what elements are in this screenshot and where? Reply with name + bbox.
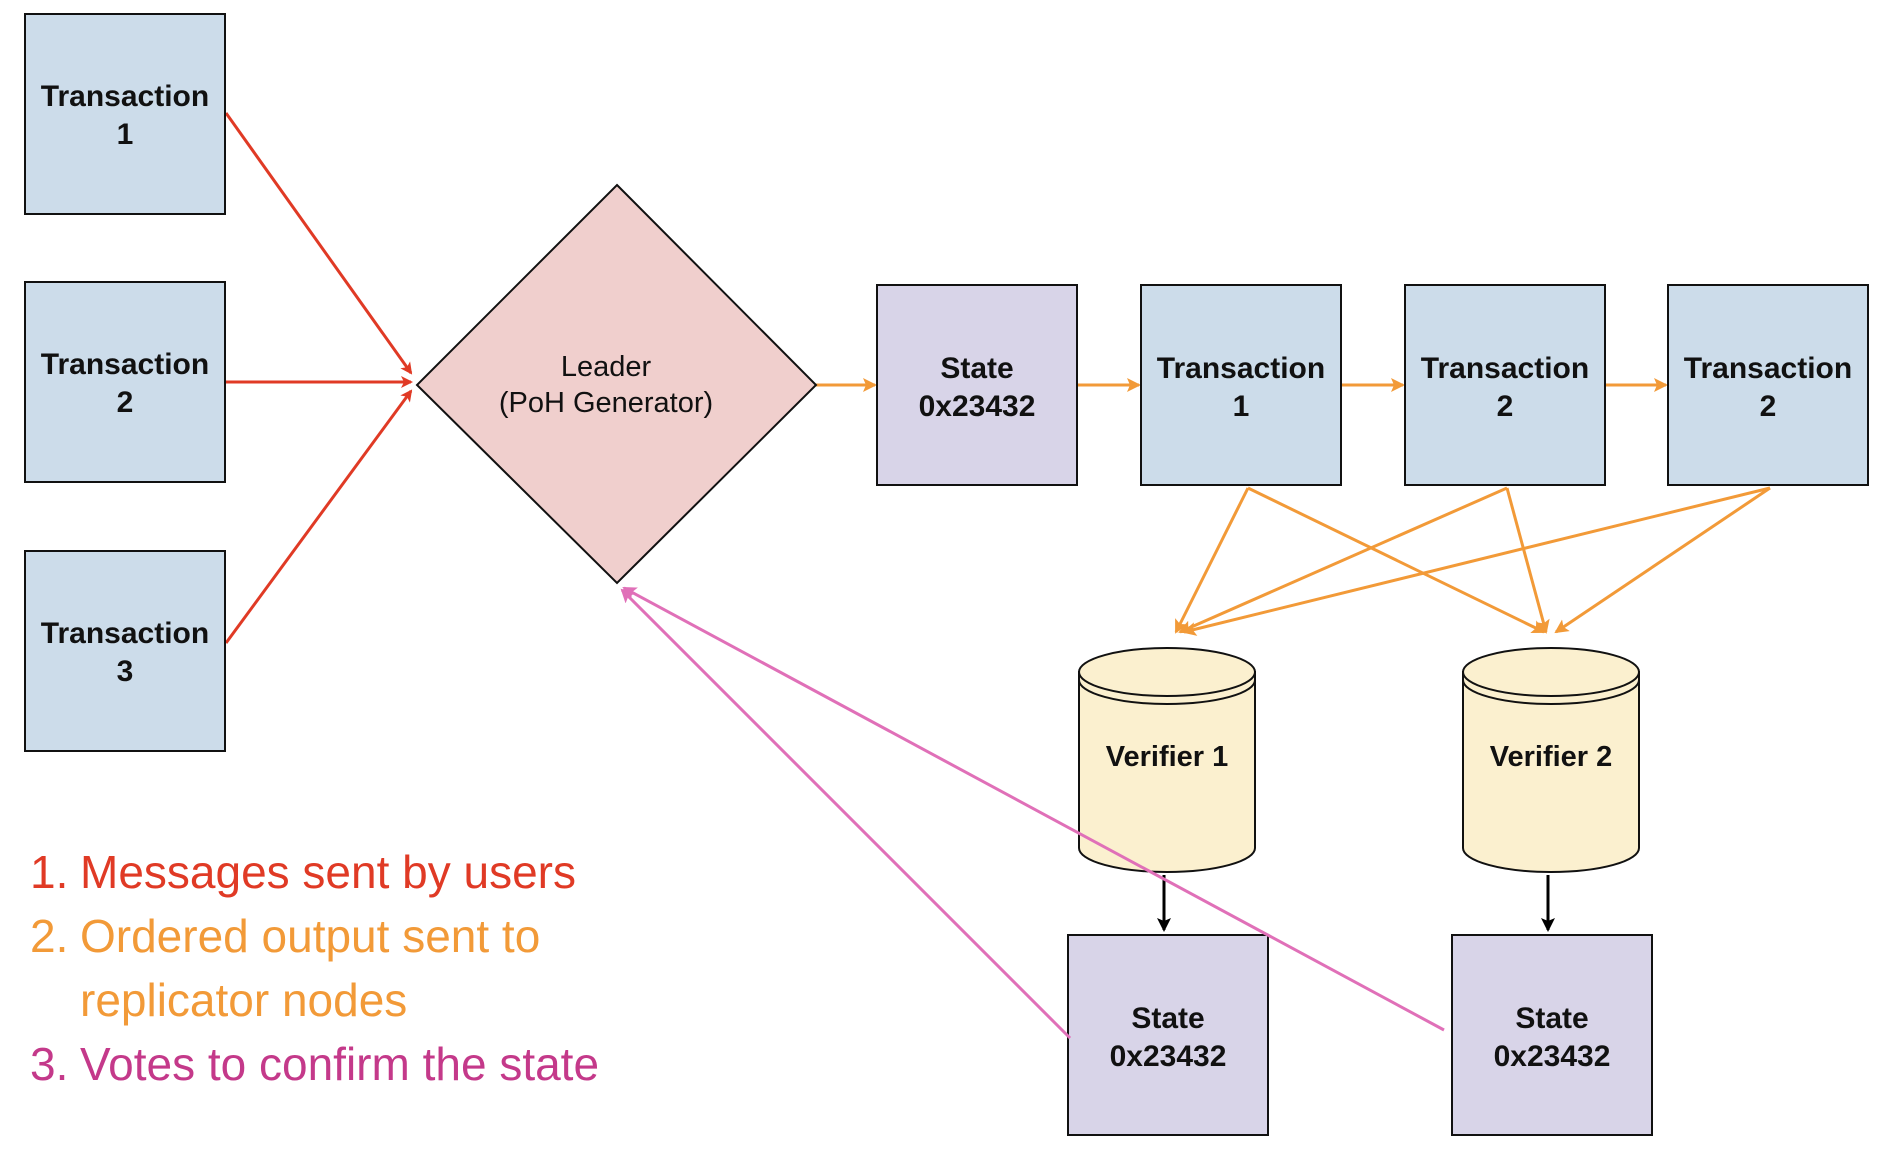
chain-transaction-2-line2: 2 (1497, 390, 1514, 423)
legend-item-1-number: 1. (30, 846, 69, 898)
vote-arrows (620, 586, 1445, 1040)
chain-state-line1: State (940, 352, 1013, 385)
input-transaction-2[interactable]: Transaction 2 (24, 281, 226, 483)
arrow-tx1-to-verifier1 (1174, 487, 1250, 634)
chain-transaction-1[interactable]: Transaction 1 (1140, 284, 1342, 486)
input-transaction-1-line2: 1 (117, 118, 134, 151)
chain-transaction-2[interactable]: Transaction 2 (1404, 284, 1606, 486)
verifier-2-state[interactable]: State 0x23432 (1451, 934, 1653, 1136)
verifier-2-label: Verifier 2 (1490, 741, 1613, 773)
user-message-arrows (224, 112, 413, 644)
arrow-tx1-to-verifier2 (1247, 486, 1546, 634)
input-transaction-1[interactable]: Transaction 1 (24, 13, 226, 215)
legend-item-3-number: 3. (30, 1038, 69, 1090)
arrow-tx2-to-verifier1 (1178, 486, 1508, 634)
legend-item-votes: 3. Votes to confirm the state (30, 1032, 830, 1096)
input-transaction-3-line2: 3 (117, 655, 134, 688)
chain-transaction-3[interactable]: Transaction 2 (1667, 284, 1869, 486)
chain-state-node[interactable]: State 0x23432 (876, 284, 1078, 486)
verifier-1-database[interactable]: Verifier 1 (1078, 647, 1256, 873)
distribution-arrows (1174, 486, 1771, 636)
arrow-vote-verifier2-to-leader (622, 586, 1445, 1032)
verifier-1-state-line1: State (1131, 1002, 1204, 1035)
legend-item-ordered-output: 2. Ordered output sent to replicator nod… (30, 904, 830, 1032)
legend-item-3-text: Votes to confirm the state (80, 1038, 600, 1090)
leader-node[interactable]: Leader (PoH Generator) (415, 183, 818, 585)
verifier-2-state-line2: 0x23432 (1494, 1040, 1611, 1073)
arrow-tx3-to-verifier2 (1554, 486, 1771, 634)
legend-item-user-messages: 1. Messages sent by users (30, 840, 830, 904)
verifier-1-label: Verifier 1 (1106, 741, 1229, 773)
arrow-tx2-to-verifier2 (1505, 487, 1550, 634)
legend: 1. Messages sent by users 2. Ordered out… (30, 840, 830, 1096)
legend-item-2-text: Ordered output sent to replicator nodes (80, 910, 541, 1026)
chain-transaction-3-line1: Transaction (1684, 352, 1852, 385)
input-transaction-1-line1: Transaction (41, 80, 209, 113)
verifier-1-state-line2: 0x23432 (1110, 1040, 1227, 1073)
chain-transaction-1-line1: Transaction (1157, 352, 1325, 385)
verifier-state-arrows (1157, 875, 1555, 932)
verifier-2-state-line1: State (1515, 1002, 1588, 1035)
leader-line2: (PoH Generator) (499, 387, 713, 419)
chain-transaction-3-line2: 2 (1760, 390, 1777, 423)
chain-transaction-2-line1: Transaction (1421, 352, 1589, 385)
input-transaction-2-line1: Transaction (41, 348, 209, 381)
verifier-2-database[interactable]: Verifier 2 (1462, 647, 1640, 873)
arrow-input1-to-leader (224, 112, 413, 375)
legend-item-1-text: Messages sent by users (80, 846, 577, 898)
arrow-vote-verifier1-to-leader (620, 588, 1072, 1040)
chain-state-line2: 0x23432 (919, 390, 1036, 423)
arrow-input3-to-leader (224, 389, 413, 644)
input-transaction-2-line2: 2 (117, 386, 134, 419)
arrow-tx3-to-verifier1 (1182, 486, 1771, 636)
leader-line1: Leader (561, 351, 652, 383)
legend-item-2-number: 2. (30, 910, 69, 962)
verifier-1-state[interactable]: State 0x23432 (1067, 934, 1269, 1136)
input-transaction-3[interactable]: Transaction 3 (24, 550, 226, 752)
input-transaction-3-line1: Transaction (41, 617, 209, 650)
chain-transaction-1-line2: 1 (1233, 390, 1250, 423)
